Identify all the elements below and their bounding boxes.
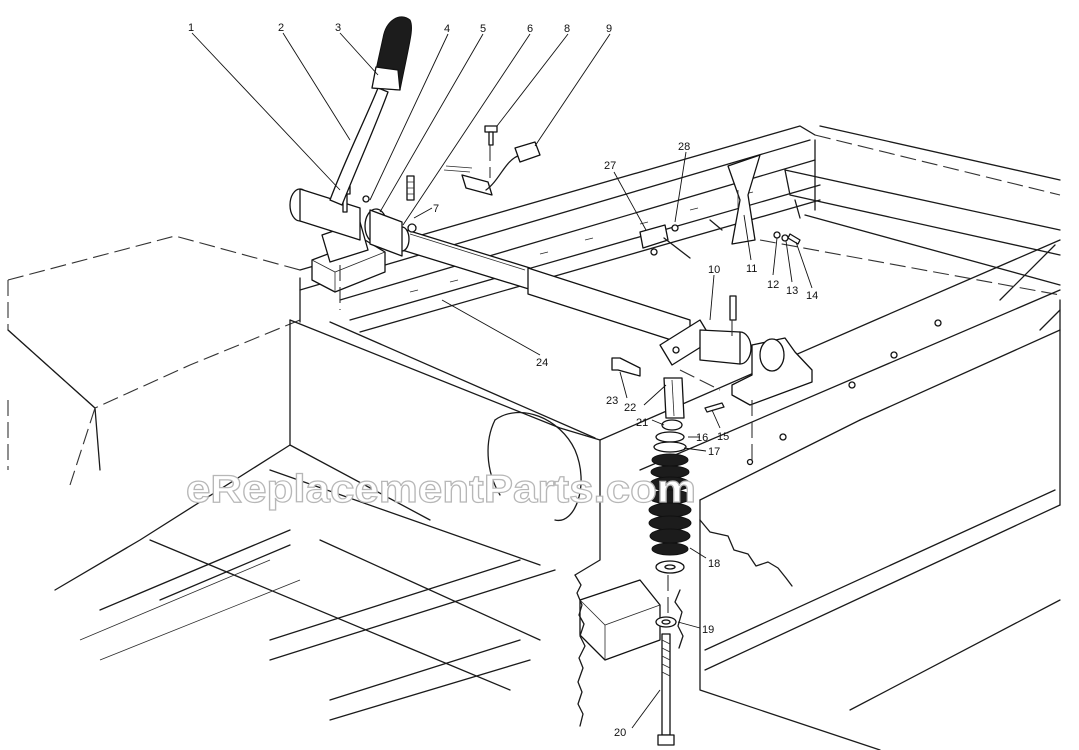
callout-13: 13 bbox=[786, 285, 798, 297]
leader-lines bbox=[191, 32, 813, 729]
callout-10: 10 bbox=[708, 264, 720, 276]
right-pivot-bracket bbox=[659, 295, 813, 406]
callout-16: 16 bbox=[696, 432, 708, 444]
callout-8: 8 bbox=[564, 23, 570, 35]
spring-pin bbox=[406, 175, 415, 201]
callout-22: 22 bbox=[624, 402, 636, 414]
deck-frame bbox=[7, 125, 1061, 750]
long-bolt bbox=[657, 633, 675, 746]
interlock-switch bbox=[639, 219, 723, 259]
callout-21: 21 bbox=[636, 417, 648, 429]
callout-7: 7 bbox=[433, 203, 439, 215]
callout-23: 23 bbox=[606, 395, 618, 407]
callout-15: 15 bbox=[717, 431, 729, 443]
callout-19: 19 bbox=[702, 624, 714, 636]
switch-harness bbox=[443, 125, 541, 196]
lever-handle bbox=[329, 16, 413, 206]
callout-3: 3 bbox=[335, 22, 341, 34]
callout-11: 11 bbox=[746, 263, 757, 275]
fasteners-12-13-14 bbox=[773, 231, 801, 245]
spring-stack bbox=[648, 431, 692, 628]
callout-9: 9 bbox=[606, 23, 612, 35]
center-lines bbox=[339, 145, 753, 615]
callout-2: 2 bbox=[278, 22, 284, 34]
callout-5: 5 bbox=[480, 23, 486, 35]
callout-6: 6 bbox=[527, 23, 533, 35]
callout-20: 20 bbox=[614, 727, 626, 739]
callout-1: 1 bbox=[188, 22, 194, 34]
callout-12: 12 bbox=[767, 279, 779, 291]
callout-24: 24 bbox=[536, 357, 548, 369]
callout-14: 14 bbox=[806, 290, 818, 302]
callout-labels: 1 2 3 4 5 6 7 8 9 10 11 12 13 14 15 16 1… bbox=[188, 22, 818, 739]
watermark: eReplacementParts.com bbox=[186, 468, 696, 511]
callout-28: 28 bbox=[678, 141, 690, 153]
callout-18: 18 bbox=[708, 558, 720, 570]
clevis-assembly bbox=[611, 357, 725, 431]
callout-17: 17 bbox=[708, 446, 720, 458]
callout-27: 27 bbox=[604, 160, 616, 172]
callout-4: 4 bbox=[444, 23, 450, 35]
left-mount-assembly bbox=[289, 185, 417, 293]
